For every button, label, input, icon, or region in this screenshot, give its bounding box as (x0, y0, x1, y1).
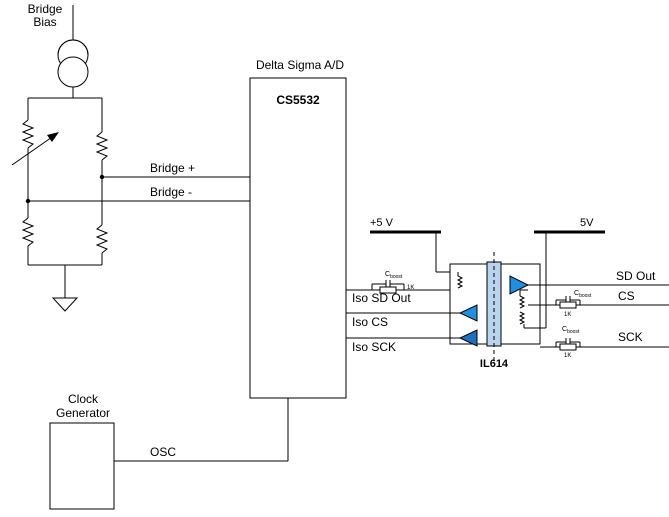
bridge-bias-label-1: Bridge (28, 2, 63, 16)
iso-sck-label: Iso SCK (352, 340, 396, 354)
bridge-minus-label: Bridge - (150, 185, 192, 199)
iso-cs-label: Iso CS (352, 315, 388, 329)
boost-network-sck (555, 338, 581, 351)
coil-left (456, 272, 464, 289)
boost-network-cs (555, 296, 581, 309)
supply-right-label: 5V (580, 217, 594, 229)
cboost-sck-label: Cboost (562, 326, 580, 335)
clock-label-1: Clock (68, 392, 99, 406)
bridge-plus-label: Bridge + (150, 161, 195, 175)
iso-sd-out-label: Iso SD Out (352, 291, 411, 305)
bridge-bias-source (57, 5, 89, 98)
adc-block (249, 77, 347, 399)
clock-generator-block (49, 422, 115, 510)
buffer-iso-cs-icon (458, 304, 478, 322)
wheatstone-bridge (11, 97, 109, 298)
clock-label-2: Generator (56, 406, 110, 420)
adc-heading: Delta Sigma A/D (256, 58, 344, 72)
adc-part-number: CS5532 (276, 93, 320, 107)
resistor-cs-label: 1K (564, 312, 571, 318)
supply-left-label: +5 V (370, 217, 394, 229)
bridge-bias-label-2: Bias (33, 15, 56, 29)
coil-right-2 (518, 311, 526, 325)
buffer-iso-sck-icon (458, 329, 478, 347)
ground-icon (51, 297, 79, 312)
sck-label: SCK (618, 330, 643, 344)
resistor-sck-label: 1K (564, 353, 571, 359)
cs-label: CS (618, 289, 635, 303)
cboost-cs-label: Cboost (574, 290, 592, 299)
buffer-sd-out-icon (509, 275, 530, 295)
isolator-part-number: IL614 (480, 358, 509, 370)
osc-label: OSC (150, 445, 176, 459)
resistor-left-label: 1K (407, 285, 414, 291)
cboost-left-label: Cboost (385, 271, 403, 280)
boost-network-left (371, 280, 405, 294)
sd-out-label: SD Out (616, 269, 656, 283)
coil-right-1 (518, 295, 526, 309)
